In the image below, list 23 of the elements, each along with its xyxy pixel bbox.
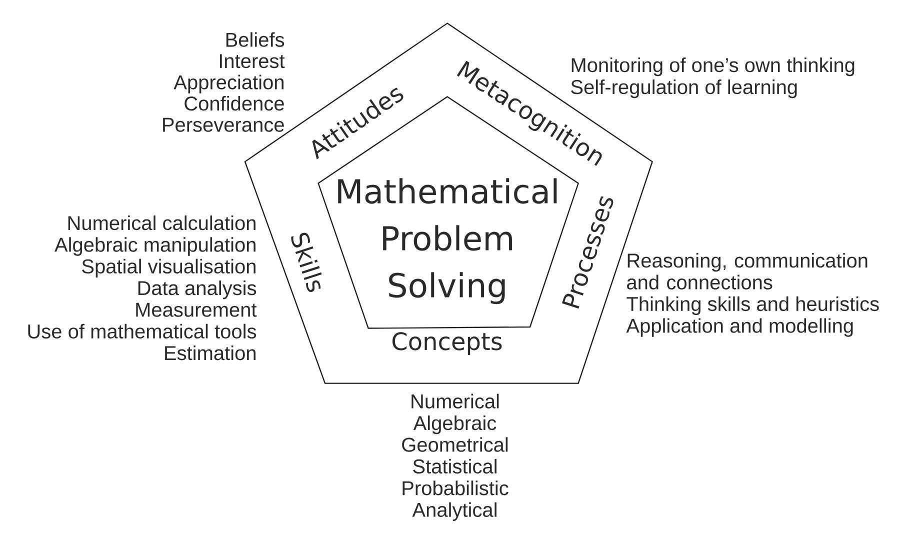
list-item: Algebraic	[413, 416, 496, 434]
list-item: Interest	[220, 54, 285, 68]
list-item: Thinking skills and heuristics	[626, 296, 879, 316]
list-item: Beliefs	[226, 32, 284, 47]
list-item: Perseverance	[163, 118, 284, 132]
band-label: Skills	[291, 232, 322, 292]
list-item: Probabilistic	[402, 480, 508, 496]
list-item: Numerical calculation	[68, 216, 256, 230]
list-item: Data analysis	[138, 280, 256, 300]
list-item: Application and modelling	[626, 318, 853, 337]
list-item: Measurement	[136, 302, 257, 317]
list-item: Reasoning, communication and connections	[627, 253, 868, 290]
list-item: Spatial visualisation	[82, 258, 256, 278]
list-item: Use of mathematical tools	[28, 324, 256, 339]
list-item: Appreciation	[174, 74, 284, 94]
list-item: Confidence	[184, 96, 284, 111]
list-item: Algebraic manipulation	[54, 237, 256, 256]
list-item: Numerical	[412, 394, 499, 408]
list-item: Analytical	[412, 502, 496, 521]
list-item: Geometrical	[402, 437, 508, 452]
band-label: Concepts	[392, 332, 502, 355]
list-item: Statistical	[413, 458, 496, 474]
list-item: Estimation	[165, 346, 256, 360]
